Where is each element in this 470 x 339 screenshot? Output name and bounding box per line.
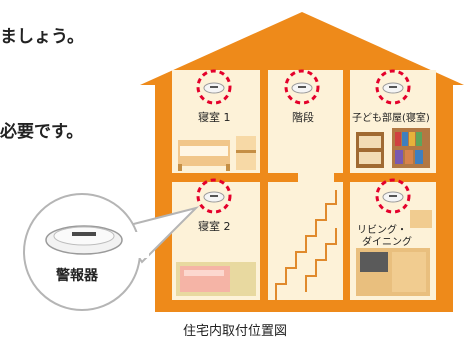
intro-text-line2: 必要です。: [0, 122, 84, 142]
kitchen-icon: [356, 210, 432, 296]
detector-callout: [23, 193, 200, 311]
sofa-icon: [178, 140, 230, 171]
room-label-kids: 子ども部屋(寝室): [352, 113, 430, 124]
smoke-detector-icon: [375, 178, 411, 214]
detector-label: 警報器: [56, 268, 98, 284]
intro-text-line1: ましょう。: [0, 27, 84, 47]
smoke-detector-icon: [375, 69, 411, 105]
room-label-living-line2: ダイニング: [362, 237, 412, 248]
room-label-bedroom-1: 寝室 1: [198, 111, 231, 124]
shelf-icon: [236, 136, 256, 170]
smoke-detector-icon: [196, 178, 232, 214]
room-label-living-line1: リビング・: [357, 225, 407, 236]
diagram-caption: 住宅内取付位置図: [182, 324, 287, 339]
room-label-stairs: 階段: [292, 111, 314, 124]
bookshelf-icon: [356, 128, 430, 168]
smoke-detector-icon: [196, 69, 232, 105]
bed-icon: [176, 262, 256, 296]
room-label-bedroom-2: 寝室 2: [198, 220, 231, 233]
smoke-detector-icon: [284, 69, 320, 105]
stair-steps: [275, 190, 337, 300]
